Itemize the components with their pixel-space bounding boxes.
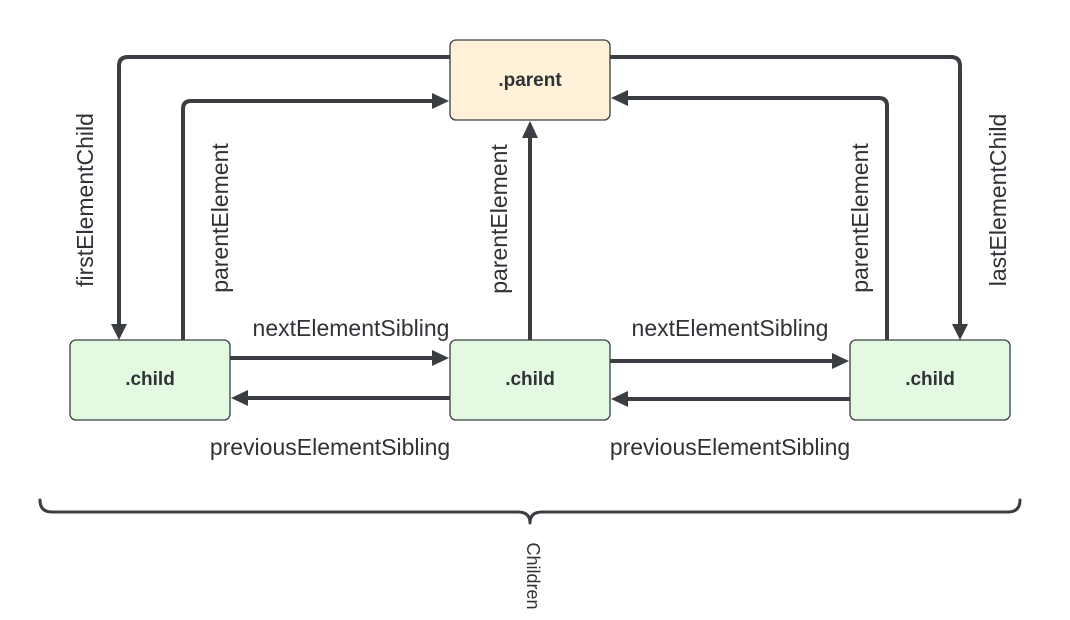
- child-node-middle-box: [449, 339, 611, 421]
- next-sibling-label-2: nextElementSibling: [632, 315, 829, 341]
- child-node-right-label: .child: [905, 369, 955, 390]
- child-node-middle-label: .child: [505, 369, 555, 390]
- next-sibling-label-1: nextElementSibling: [253, 315, 450, 341]
- first-element-child-label: firstElementChild: [72, 113, 98, 287]
- child-node-right-box: [849, 339, 1011, 421]
- first-element-child-edge: [111, 55, 450, 340]
- children-group-label: Children: [523, 542, 543, 609]
- parent-element-middle-edge: [522, 121, 538, 340]
- previous-sibling-label-1: previousElementSibling: [210, 434, 450, 460]
- parent-node-label: .parent: [498, 70, 562, 91]
- last-element-child-edge: [610, 55, 968, 340]
- child-node-middle: .child: [449, 339, 611, 421]
- previous-sibling-edge-2: [611, 391, 850, 407]
- parent-element-left-edge: [181, 93, 449, 340]
- parent-element-middle-label: parentElement: [486, 144, 512, 294]
- children-brace: [38, 498, 1022, 525]
- parent-element-left-label: parentElement: [207, 143, 233, 293]
- child-node-left-label: .child: [125, 369, 175, 390]
- next-sibling-edge-1: [230, 350, 449, 366]
- previous-sibling-edge-1: [231, 390, 450, 406]
- child-node-left-box: [69, 339, 231, 421]
- child-node-right: .child: [849, 339, 1011, 421]
- child-node-left: .child: [69, 339, 231, 421]
- parent-node-box: [449, 39, 611, 121]
- parent-element-right-label: parentElement: [847, 143, 873, 293]
- parent-node: .parent: [449, 39, 611, 121]
- previous-sibling-label-2: previousElementSibling: [610, 434, 850, 460]
- last-element-child-label: lastElementChild: [985, 114, 1011, 287]
- parent-element-right-edge: [611, 90, 889, 340]
- next-sibling-edge-2: [610, 353, 849, 369]
